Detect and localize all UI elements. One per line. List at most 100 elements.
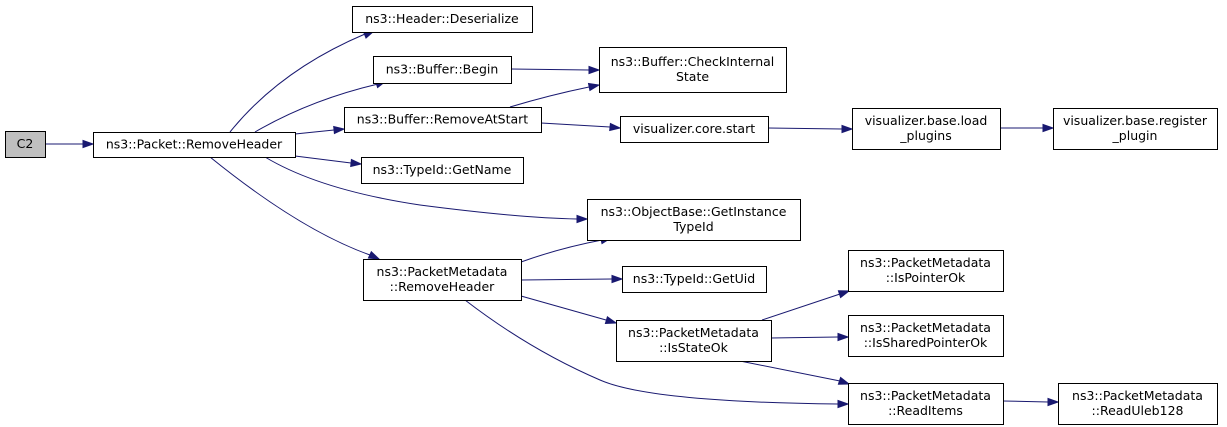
arrow-head-icon bbox=[604, 315, 618, 325]
node-buffer-begin[interactable]: ns3::Buffer::Begin bbox=[373, 56, 512, 84]
arrow-head-icon bbox=[837, 332, 850, 342]
edge-packet-removeheader-to-buffer-removeatstart bbox=[294, 125, 346, 135]
arrow-head-icon bbox=[837, 399, 850, 409]
node-label: ns3::PacketMetadata bbox=[628, 325, 759, 340]
edge-packetmetadata-isstateok-to-packetmetadata-ispointerok bbox=[761, 290, 851, 321]
node-box[interactable] bbox=[373, 56, 512, 84]
node-label: ::IsPointerOk bbox=[886, 270, 966, 285]
node-packetmetadata-isstateok[interactable]: ns3::PacketMetadata::IsStateOk bbox=[616, 320, 772, 362]
node-visualizer-core-start[interactable]: visualizer.core.start bbox=[620, 116, 769, 143]
edge-line bbox=[254, 83, 379, 133]
arrow-head-icon bbox=[587, 82, 601, 92]
arrow-head-icon bbox=[588, 65, 601, 75]
node-box[interactable] bbox=[622, 266, 767, 293]
arrow-head-icon bbox=[609, 122, 622, 132]
arrow-head-icon bbox=[837, 376, 851, 385]
node-label: ::RemoveHeader bbox=[390, 279, 496, 294]
edge-packet-removeheader-to-objectbase-getinstancetypeid bbox=[264, 156, 589, 224]
node-label: ns3::ObjectBase::GetInstance bbox=[601, 204, 787, 219]
node-typeid-getuid[interactable]: ns3::TypeId::GetUid bbox=[622, 266, 767, 293]
edge-line bbox=[520, 278, 613, 281]
node-c2[interactable]: C2 bbox=[5, 131, 46, 158]
edge-buffer-begin-to-buffer-checkinternalstate bbox=[510, 65, 601, 75]
arrow-head-icon bbox=[333, 125, 346, 135]
node-box[interactable] bbox=[93, 132, 296, 158]
node-label: visualizer.base.load bbox=[865, 113, 988, 128]
edge-line bbox=[767, 127, 843, 130]
node-box[interactable] bbox=[5, 131, 46, 158]
node-box[interactable] bbox=[848, 383, 1004, 425]
node-packetmetadata-readuleb128[interactable]: ns3::PacketMetadata::ReadUleb128 bbox=[1058, 383, 1218, 425]
node-label: ns3::Buffer::Begin bbox=[386, 62, 499, 77]
edge-buffer-removeatstart-to-buffer-checkinternalstate bbox=[509, 82, 601, 108]
node-label: ::ReadUleb128 bbox=[1092, 403, 1184, 418]
edge-line bbox=[209, 156, 371, 256]
edge-packet-removeheader-to-packetmetadata-removeheader bbox=[209, 156, 381, 260]
edge-line bbox=[294, 155, 352, 164]
node-label: ns3::PacketMetadata bbox=[1072, 388, 1203, 403]
node-box[interactable] bbox=[361, 157, 524, 184]
edge-packetmetadata-removeheader-to-packetmetadata-isstateok bbox=[520, 295, 618, 325]
edge-packetmetadata-isstateok-to-packetmetadata-issharedpointerok bbox=[770, 332, 850, 342]
edge-buffer-removeatstart-to-visualizer-core-start bbox=[540, 122, 622, 132]
edge-line bbox=[264, 156, 578, 220]
node-packetmetadata-readitems[interactable]: ns3::PacketMetadata::ReadItems bbox=[848, 383, 1004, 425]
node-label: ::IsStateOk bbox=[659, 340, 729, 355]
node-packetmetadata-removeheader[interactable]: ns3::PacketMetadata::RemoveHeader bbox=[363, 259, 522, 301]
node-box[interactable] bbox=[599, 47, 787, 93]
node-box[interactable] bbox=[587, 199, 801, 241]
edge-line bbox=[520, 295, 607, 321]
node-label: ns3::Packet::RemoveHeader bbox=[106, 137, 283, 152]
node-box[interactable] bbox=[848, 315, 1004, 357]
node-label: ns3::Header::Deserialize bbox=[365, 11, 519, 26]
edge-line bbox=[540, 122, 611, 128]
node-label: ns3::Buffer::RemoveAtStart bbox=[357, 112, 529, 127]
node-label: _plugins bbox=[899, 128, 951, 143]
node-box[interactable] bbox=[1058, 383, 1218, 425]
edge-packetmetadata-isstateok-to-packetmetadata-readitems bbox=[739, 360, 851, 385]
node-label: ns3::TypeId::GetUid bbox=[633, 271, 755, 286]
arrow-head-icon bbox=[350, 158, 363, 168]
node-box[interactable] bbox=[616, 320, 772, 362]
node-label: visualizer.base.register bbox=[1063, 113, 1208, 128]
node-header-deserialize[interactable]: ns3::Header::Deserialize bbox=[352, 6, 533, 33]
node-label: visualizer.core.start bbox=[633, 121, 755, 136]
node-typeid-getname[interactable]: ns3::TypeId::GetName bbox=[361, 157, 524, 184]
node-box[interactable] bbox=[620, 116, 769, 143]
node-label: ::IsSharedPointerOk bbox=[864, 335, 988, 350]
node-label: _plugin bbox=[1112, 128, 1158, 143]
node-box[interactable] bbox=[363, 259, 522, 301]
node-visualizer-base-load-plugins[interactable]: visualizer.base.load_plugins bbox=[852, 108, 1001, 150]
node-label: ns3::PacketMetadata bbox=[860, 320, 991, 335]
edge-line bbox=[761, 293, 841, 321]
edge-line bbox=[294, 129, 335, 135]
arrow-head-icon bbox=[841, 124, 854, 134]
node-box[interactable] bbox=[852, 108, 1001, 150]
call-graph-nodes: C2 ns3::Packet::RemoveHeader ns3::Header::… bbox=[5, 6, 1218, 425]
node-box[interactable] bbox=[848, 250, 1004, 292]
edge-line bbox=[520, 239, 603, 263]
node-box[interactable] bbox=[1053, 108, 1218, 150]
edge-visualizer-base-load-plugins-to-visualizer-base-register-plugin bbox=[1000, 123, 1055, 133]
edge-packetmetadata-readitems-to-packetmetadata-readuleb128 bbox=[1002, 397, 1060, 407]
edge-line bbox=[739, 360, 841, 382]
node-label: ns3::PacketMetadata bbox=[860, 255, 991, 270]
node-packetmetadata-ispointerok[interactable]: ns3::PacketMetadata::IsPointerOk bbox=[848, 250, 1004, 292]
node-packet-removeheader[interactable]: ns3::Packet::RemoveHeader bbox=[93, 132, 296, 158]
node-label: ::ReadItems bbox=[888, 403, 963, 418]
edge-line bbox=[229, 33, 366, 133]
node-box[interactable] bbox=[352, 6, 533, 33]
node-visualizer-base-register-plugin[interactable]: visualizer.base.register_plugin bbox=[1053, 108, 1218, 150]
node-box[interactable] bbox=[344, 107, 542, 133]
node-buffer-removeatstart[interactable]: ns3::Buffer::RemoveAtStart bbox=[344, 107, 542, 133]
node-label: ns3::PacketMetadata bbox=[860, 388, 991, 403]
arrow-head-icon bbox=[82, 139, 95, 149]
node-packetmetadata-issharedpointerok[interactable]: ns3::PacketMetadata::IsSharedPointerOk bbox=[848, 315, 1004, 357]
arrow-head-icon bbox=[611, 274, 624, 284]
edge-line bbox=[510, 68, 590, 71]
edge-packetmetadata-removeheader-to-typeid-getuid bbox=[520, 274, 624, 284]
edge-visualizer-core-start-to-visualizer-base-load-plugins bbox=[767, 124, 854, 134]
